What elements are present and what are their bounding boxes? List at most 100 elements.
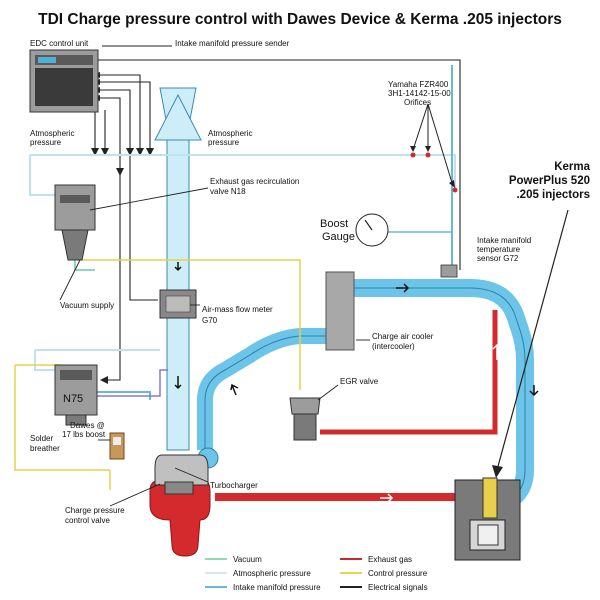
label-yamaha-2: 3H1-14142-15-00: [388, 89, 451, 98]
label-solder-1: Solder: [30, 434, 53, 443]
engine-piston: [477, 524, 499, 546]
label-kerma-3: .205 injectors: [516, 189, 590, 201]
dawes-device: [109, 432, 125, 460]
n18-valve: [54, 184, 96, 261]
flow-arrow-down-tube: [174, 262, 182, 272]
label-imts-3: sensor G72: [477, 254, 519, 263]
label-atm-mid-1: Atmospheric: [208, 129, 252, 138]
label-imts-2: temperature: [477, 245, 521, 254]
charge-air-cooler: [325, 271, 355, 351]
label-egr: EGR valve: [340, 377, 379, 386]
egr-top: [289, 397, 321, 415]
label-cac-1: Charge air cooler: [372, 332, 434, 341]
label-solder-2: breather: [30, 444, 60, 453]
signal-edc-3: [100, 89, 131, 140]
legend-label: Intake manifold pressure: [233, 583, 321, 592]
label-atm-mid-2: pressure: [208, 138, 240, 147]
diagram-title: TDI Charge pressure control with Dawes D…: [38, 11, 562, 28]
label-maf-2: G70: [202, 316, 218, 325]
n75-band: [60, 370, 92, 380]
kerma-pointer: [496, 209, 569, 471]
label-kerma-2: PowerPlus 520: [509, 175, 590, 187]
n75-purple: [90, 369, 168, 397]
signal-imps: [98, 59, 461, 270]
n18-body: [54, 184, 96, 231]
atm-n75: [34, 350, 60, 371]
boost-gauge: [355, 213, 389, 247]
intake-arrow-head: [154, 93, 202, 141]
signal-edc-1: [100, 74, 141, 120]
label-cpcv-1: Charge pressure: [65, 506, 125, 515]
label-atm-left-2: pressure: [30, 138, 62, 147]
label-cac-2: (intercooler): [372, 342, 415, 351]
imt-sensor: [440, 264, 458, 278]
intercooler-to-manifold-outline: [352, 287, 526, 501]
signal-edc-2: [100, 81, 151, 120]
label-egr-valve-1: Exhaust gas recirculation: [210, 177, 299, 186]
signal-lines: [94, 59, 461, 381]
legend-label: Vacuum: [233, 555, 262, 564]
dawes-window: [113, 437, 121, 445]
injector: [482, 477, 498, 519]
edc-connector: [35, 55, 93, 65]
orifice-dot: [425, 152, 431, 158]
egr-return-pipe: [320, 310, 498, 435]
label-vacuum-supply: Vacuum supply: [60, 301, 114, 310]
edc-control-unit: [29, 49, 99, 113]
n75-valve: N75: [54, 364, 98, 426]
turbo-to-intercooler-outline: [204, 335, 328, 450]
signal-arrowhead: [100, 376, 108, 384]
orifice-pointers: [412, 103, 454, 187]
legend-label: Exhaust gas: [368, 555, 412, 564]
signal-arrowhead: [101, 148, 109, 156]
signal-arrowhead: [116, 168, 124, 176]
signal-arrowheads: [91, 72, 154, 384]
signal-arrowhead: [126, 148, 134, 156]
legend-label: Atmospheric pressure: [233, 569, 311, 578]
edc-label-strip: [38, 57, 56, 63]
exhaust-arrow: [380, 493, 394, 503]
n75-label: N75: [63, 393, 83, 405]
dawes-body: [109, 432, 125, 460]
signal-edc-4: [100, 97, 121, 170]
flow-arrow-down: [529, 385, 539, 397]
signal-arrowhead: [136, 148, 144, 156]
leader-lines: [59, 45, 370, 507]
signal-n75: [105, 170, 121, 381]
label-boost-1: Boost: [320, 218, 348, 230]
maf-window: [165, 295, 191, 313]
orifices: [410, 103, 458, 193]
label-cpcv-2: control valve: [65, 516, 110, 525]
label-dawes-1: Dawes @: [70, 421, 105, 430]
leader-egr: [317, 384, 339, 401]
engine-block: [454, 477, 521, 561]
flow-arrow-diag: [230, 383, 239, 396]
egr-arrow-up: [492, 343, 502, 360]
flow-arrow-right: [396, 283, 410, 293]
n18-base: [61, 229, 89, 261]
legend-label: Electrical signals: [368, 583, 428, 592]
flow-arrow-down-tube-2: [174, 376, 182, 390]
atm-line-left: [29, 155, 55, 196]
turbo-shaft: [164, 481, 194, 495]
signal-arrowhead: [91, 148, 99, 156]
control-bottom: [14, 365, 110, 471]
labels: EDC control unit Intake manifold pressur…: [30, 39, 591, 525]
n75-nozzle: [65, 414, 87, 426]
egr-body: [293, 413, 317, 441]
egr-valve: [289, 397, 321, 441]
signal-maf: [129, 140, 158, 301]
label-turbo: Turbocharger: [210, 481, 258, 490]
label-boost-2: Gauge: [322, 231, 355, 243]
label-maf-1: Air-mass flow meter: [202, 305, 273, 314]
imp-n75: [90, 391, 151, 400]
orifice-dot: [410, 152, 416, 158]
orifice-dot: [452, 187, 458, 193]
label-dawes-2: 17 lbs boost: [62, 430, 106, 439]
leader-cpcv: [109, 483, 161, 507]
leader-vacuum: [59, 259, 81, 301]
label-imps: Intake manifold pressure sender: [175, 39, 290, 48]
signal-arrowhead: [146, 148, 154, 156]
